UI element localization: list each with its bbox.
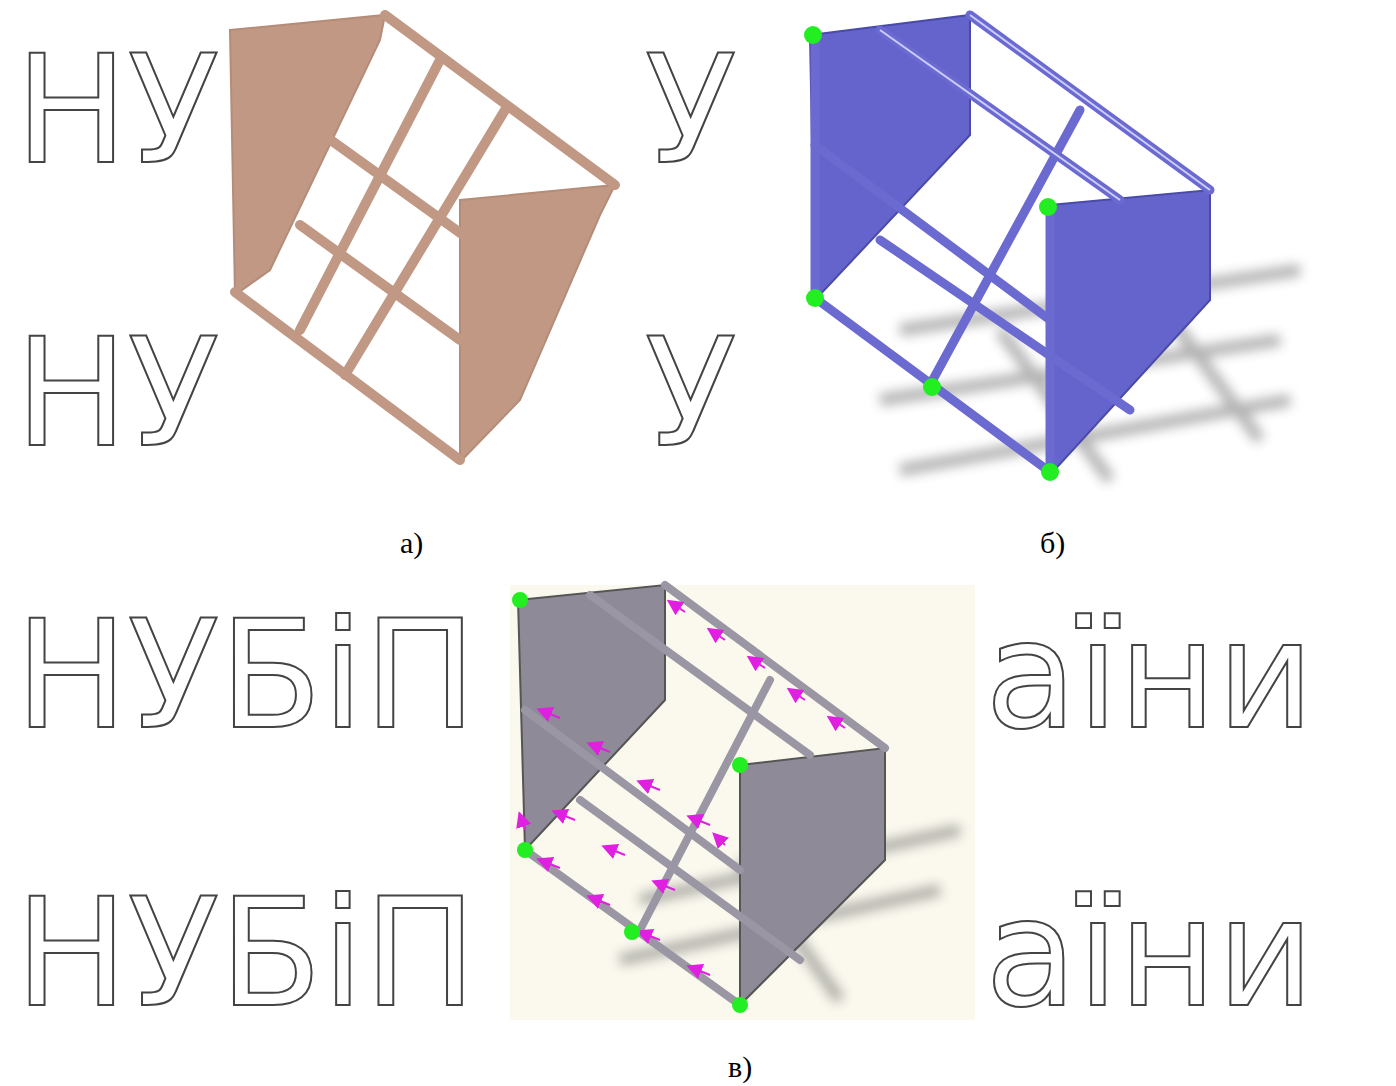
- watermark-text: НУБіП: [15, 878, 477, 1028]
- watermark-text: НУБіП: [15, 600, 477, 750]
- watermark-text: НУ: [15, 318, 219, 468]
- watermark-text: аїни: [985, 600, 1314, 750]
- watermark-text: аїни: [985, 878, 1314, 1028]
- watermark-text: НУ: [15, 35, 219, 185]
- subfigure-label: а): [400, 528, 423, 558]
- loaded-frame: [510, 585, 975, 1020]
- blue-frame: [804, 15, 1300, 481]
- brown-frame: [230, 15, 615, 462]
- watermark-text: У: [645, 35, 736, 185]
- watermark-text: У: [645, 318, 736, 468]
- subfigure-label: б): [1040, 528, 1065, 558]
- subfigure-label: в): [728, 1052, 752, 1082]
